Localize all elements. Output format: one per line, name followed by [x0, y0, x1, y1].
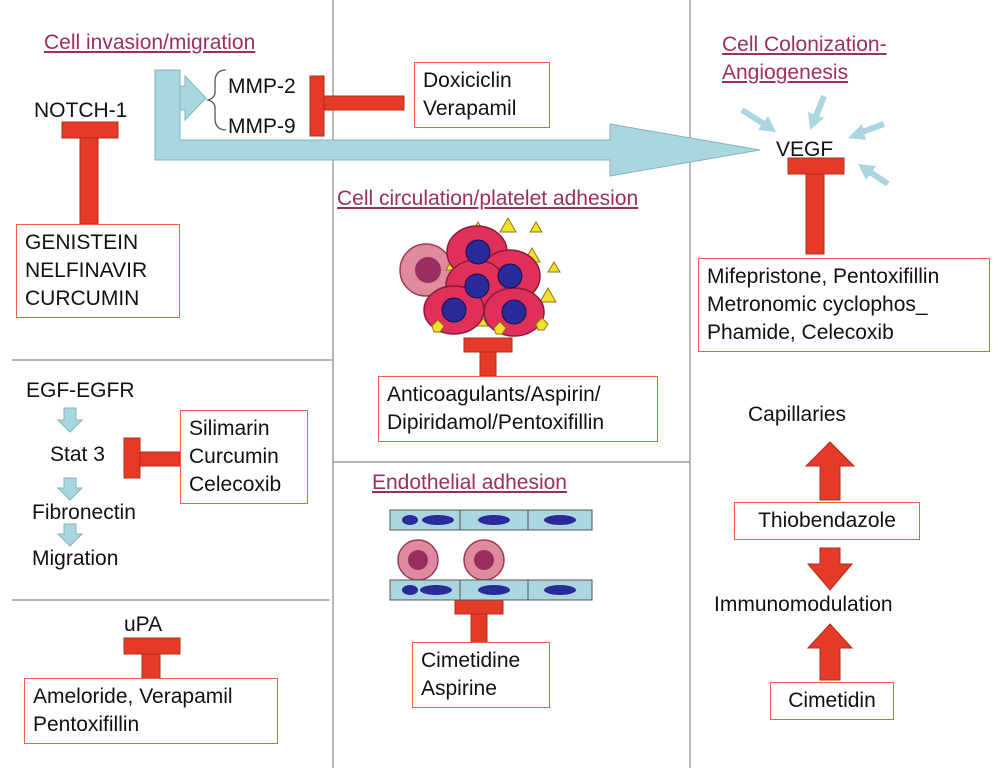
- heading-circulation: Cell circulation/platelet adhesion: [337, 187, 639, 210]
- egf-pathway-arrows: [56, 407, 84, 547]
- inhibitor-upa: [123, 637, 181, 681]
- capillaries-arrow: [804, 441, 856, 501]
- heading-endothelial: Endothelial adhesion: [372, 471, 567, 494]
- inhibitor-notch: [61, 121, 119, 225]
- box-line: Doxiciclin: [423, 69, 512, 92]
- heading-colonization-1: Cell Colonization-: [722, 33, 887, 56]
- adhering-cells: [397, 539, 505, 581]
- box-line: Ameloride, Verapamil: [33, 685, 233, 708]
- box-line: Curcumin: [189, 445, 279, 468]
- box-ameloride: Ameloride, Verapamil Pentoxifillin: [24, 678, 278, 744]
- label-egf-egfr: EGF-EGFR: [26, 379, 135, 402]
- inhibitor-stat3: [123, 437, 181, 479]
- label-mmp9: MMP-9: [228, 115, 296, 138]
- box-line: Anticoagulants/Aspirin/: [387, 383, 601, 406]
- box-mifepristone: Mifepristone, Pentoxifillin Metronomic c…: [698, 258, 990, 352]
- inhibitor-mmp: [309, 75, 405, 137]
- inhibitor-platelet: [463, 337, 513, 377]
- heading-colonization-2: Angiogenesis: [722, 61, 849, 84]
- box-line: Mifepristone, Pentoxifillin: [707, 265, 940, 288]
- box-line: CURCUMIN: [25, 287, 140, 310]
- box-line: Dipiridamol/Pentoxifillin: [387, 411, 605, 434]
- notch-to-mmp-arrow: [179, 74, 207, 122]
- box-silimarin: Silimarin Curcumin Celecoxib: [180, 410, 308, 504]
- box-line: Thiobendazole: [758, 509, 896, 532]
- inhibitor-endothelial: [454, 599, 504, 645]
- mmp-brace: [205, 69, 227, 131]
- box-cimetidin: Cimetidin: [770, 682, 894, 720]
- label-capillaries: Capillaries: [748, 403, 847, 426]
- endothelium-top: [389, 509, 593, 531]
- box-line: Cimetidin: [788, 689, 876, 712]
- label-stat3: Stat 3: [50, 443, 105, 466]
- box-line: Aspirine: [421, 677, 497, 700]
- inhibitor-vegf: [787, 157, 845, 255]
- label-migration: Migration: [32, 547, 119, 570]
- thiobendazole-arrow: [806, 547, 854, 591]
- label-immunomodulation: Immunomodulation: [714, 593, 893, 616]
- box-line: Phamide, Celecoxib: [707, 321, 894, 344]
- box-cimetidine: Cimetidine Aspirine: [412, 642, 550, 708]
- box-line: Metronomic cyclophos_: [707, 293, 928, 316]
- tumor-cell-cluster: [399, 216, 561, 337]
- label-mmp2: MMP-2: [228, 75, 296, 98]
- endothelium-bottom: [389, 579, 593, 601]
- box-line: Celecoxib: [189, 473, 282, 496]
- box-thiobendazole: Thiobendazole: [734, 502, 920, 540]
- vegf-signal-arrows: [740, 94, 890, 187]
- box-line: Verapamil: [423, 97, 517, 120]
- label-fibronectin: Fibronectin: [32, 501, 136, 524]
- box-genistein: GENISTEIN NELFINAVIR CURCUMIN: [16, 224, 180, 318]
- box-line: Pentoxifillin: [33, 713, 140, 736]
- heading-invasion: Cell invasion/migration: [44, 31, 256, 54]
- label-upa: uPA: [124, 613, 163, 636]
- box-doxiciclin: Doxiciclin Verapamil: [414, 62, 550, 128]
- box-line: Silimarin: [189, 417, 270, 440]
- cimetidin-arrow: [806, 623, 854, 681]
- box-line: NELFINAVIR: [25, 259, 148, 282]
- box-line: GENISTEIN: [25, 231, 139, 254]
- box-anticoagulants: Anticoagulants/Aspirin/ Dipiridamol/Pent…: [378, 376, 658, 442]
- label-vegf: VEGF: [776, 138, 834, 161]
- box-line: Cimetidine: [421, 649, 521, 672]
- label-notch1: NOTCH-1: [34, 99, 128, 122]
